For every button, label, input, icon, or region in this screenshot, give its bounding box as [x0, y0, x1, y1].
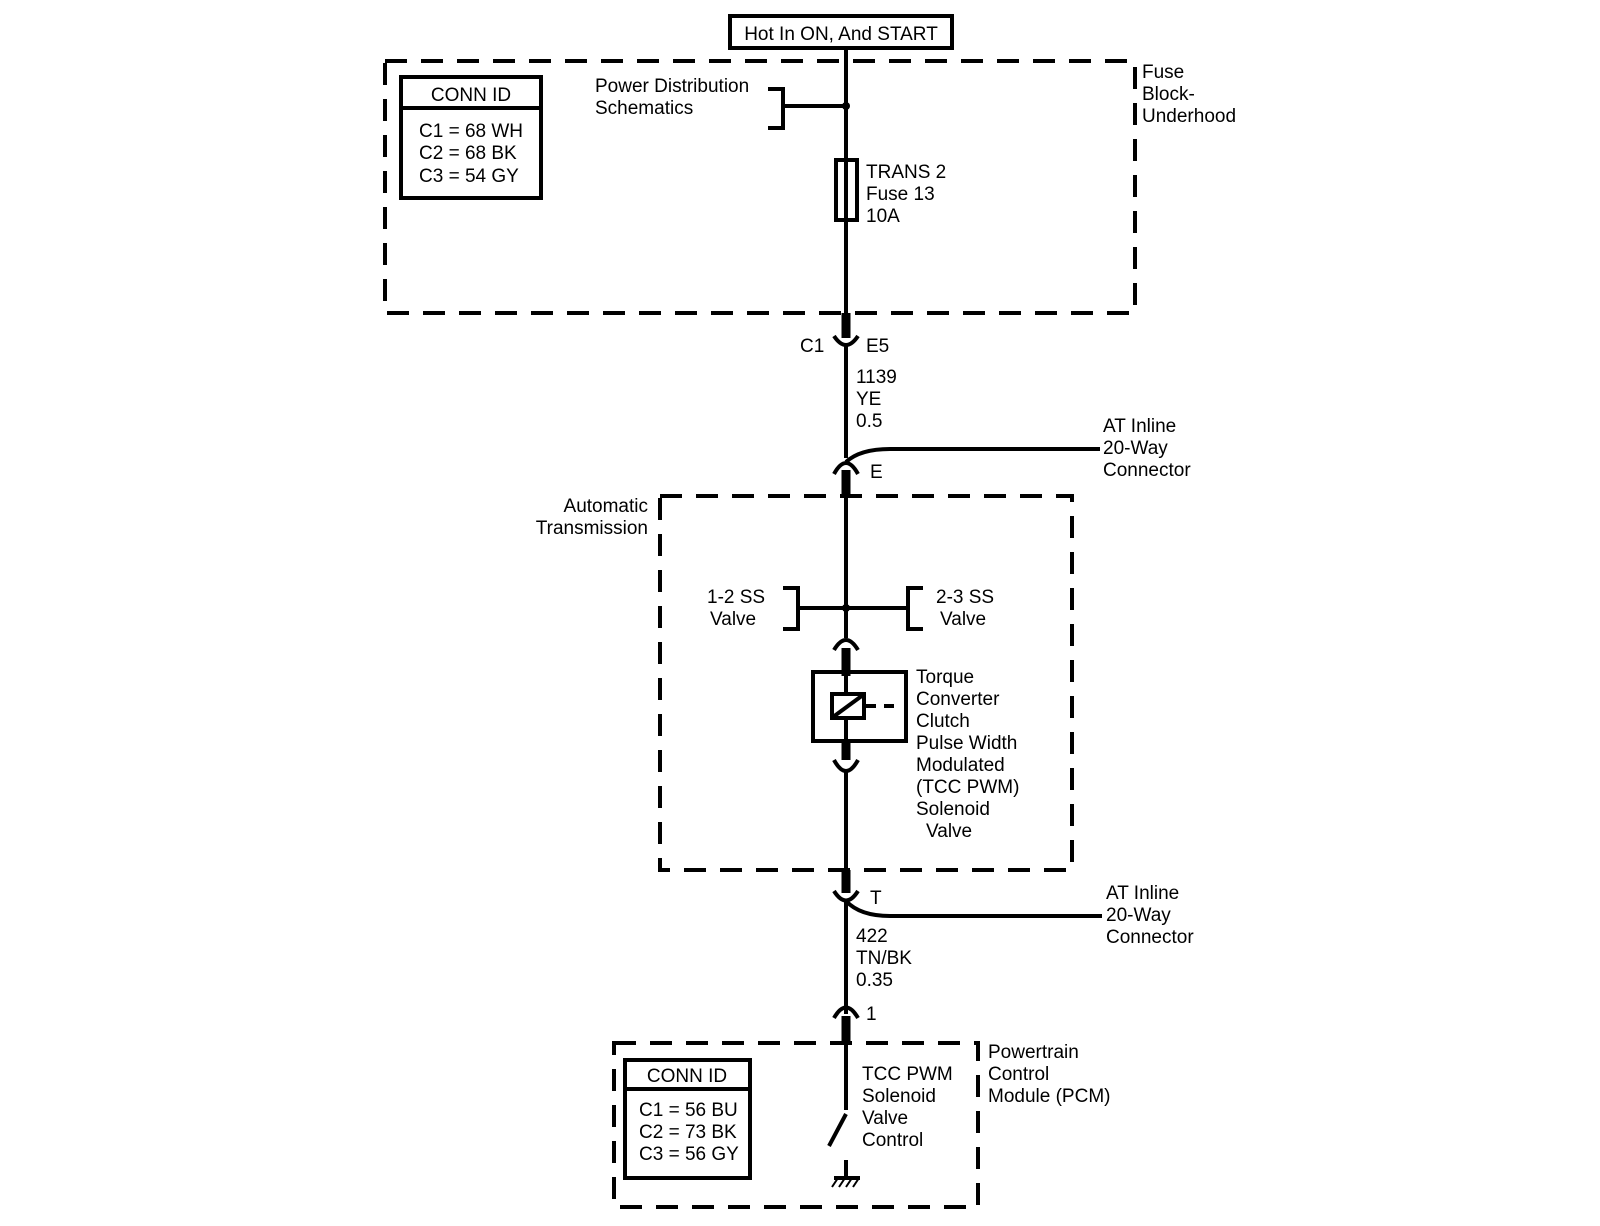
pcm-switch-icon: [827, 1045, 848, 1178]
pcm-label: Powertrain Control Module (PCM): [988, 1042, 1110, 1107]
power-distribution-label: Schematics: [595, 98, 693, 119]
wire-422-label-line: 422: [856, 926, 888, 947]
wire-1139-label: 1139 YE 0.5: [856, 367, 897, 432]
fuse-label-line: Fuse 13: [866, 184, 935, 205]
pcm-control-label: TCC PWM Solenoid Valve Control: [862, 1064, 953, 1151]
connector-c1-e5-icon: [832, 313, 860, 347]
tcc-label-line: Clutch: [916, 711, 970, 732]
conn-id-row: C3 = 56 GY: [639, 1144, 739, 1165]
conn-id-row: C3 = 54 GY: [419, 166, 519, 187]
at-inline-label-line: 20-Way: [1103, 438, 1168, 459]
power-source-label: Hot In ON, And START: [744, 24, 938, 45]
ss12-valve-label: 1-2 SS Valve: [707, 587, 765, 630]
tcc-label-line: Solenoid: [916, 799, 990, 820]
power-distribution-label: Power Distribution: [595, 76, 749, 97]
at-inline-label-line: Connector: [1106, 927, 1194, 948]
solenoid-connector-bottom-icon: [832, 741, 860, 773]
tcc-label-line: Torque: [916, 667, 974, 688]
tcc-label-line: Pulse Width: [916, 733, 1017, 754]
tcc-label-line: Converter: [916, 689, 1000, 710]
fuse-label: TRANS 2 Fuse 13 10A: [866, 162, 946, 227]
connector-e5-label: E5: [866, 336, 889, 357]
tcc-label-line: Valve: [926, 821, 972, 842]
wire-1139-label-line: 0.5: [856, 411, 882, 432]
pcm-control-label-line: Solenoid: [862, 1086, 936, 1107]
automatic-transmission-label-line: Automatic: [564, 496, 648, 517]
fuse-label-line: TRANS 2: [866, 162, 946, 183]
pcm-control-label-line: Valve: [862, 1108, 908, 1129]
ss23-label-line: 2-3 SS: [936, 587, 994, 608]
fuse-block-label-line: Underhood: [1142, 106, 1236, 127]
pcm-enclosure: [612, 1041, 980, 1209]
conn-id-row: C2 = 73 BK: [639, 1122, 737, 1143]
conn-id-row: C1 = 68 WH: [419, 121, 523, 142]
automatic-transmission-label: Automatic Transmission: [536, 496, 648, 539]
tcc-label-line: (TCC PWM): [916, 777, 1019, 798]
power-source-box: Hot In ON, And START: [728, 14, 954, 50]
wire-1139-label-line: YE: [856, 389, 881, 410]
at-inline-bottom-label: AT Inline 20-Way Connector: [1106, 883, 1194, 948]
wire-422-label-line: 0.35: [856, 970, 893, 991]
automatic-transmission-label-line: Transmission: [536, 518, 648, 539]
fuse-block-label-line: Block-: [1142, 84, 1195, 105]
ground-icon: [831, 1176, 860, 1188]
pin-1-label: 1: [866, 1004, 877, 1025]
conn-id-title: CONN ID: [431, 85, 511, 106]
at-inline-label-line: AT Inline: [1103, 416, 1176, 437]
ss-valve-splice: [783, 586, 923, 631]
pcm-control-label-line: Control: [862, 1130, 923, 1151]
wire-1139-label-line: 1139: [856, 367, 897, 388]
tcc-pwm-solenoid-icon: [811, 670, 908, 743]
at-inline-connector-top-icon: [832, 447, 1100, 498]
pcm-connector-icon: [832, 1005, 860, 1045]
connector-c1-label: C1: [800, 336, 824, 357]
at-inline-label-line: 20-Way: [1106, 905, 1171, 926]
fuse-block-label-line: Fuse: [1142, 62, 1184, 83]
fuse-block-conn-id-table: CONN ID C1 = 68 WH C2 = 68 BK C3 = 54 GY: [399, 75, 543, 200]
at-inline-top-label: AT Inline 20-Way Connector: [1103, 416, 1191, 481]
ss12-label-line: 1-2 SS: [707, 587, 765, 608]
pcm-label-line: Powertrain: [988, 1042, 1079, 1063]
fuse-icon: [834, 158, 859, 222]
tcc-label-line: Modulated: [916, 755, 1005, 776]
wire-422-label: 422 TN/BK 0.35: [856, 926, 912, 991]
pin-t-label: T: [870, 888, 882, 909]
fuse-block-enclosure: [383, 59, 1137, 315]
conn-id-row: C2 = 68 BK: [419, 143, 517, 164]
ss12-label-line: Valve: [710, 609, 756, 630]
tcc-pwm-solenoid-label: Torque Converter Clutch Pulse Width Modu…: [916, 667, 1019, 842]
pin-e-label: E: [870, 462, 883, 483]
pcm-label-line: Module (PCM): [988, 1086, 1110, 1107]
wire-422-label-line: TN/BK: [856, 948, 912, 969]
at-inline-label-line: AT Inline: [1106, 883, 1179, 904]
pcm-conn-id-table: CONN ID C1 = 56 BU C2 = 73 BK C3 = 56 GY: [623, 1058, 752, 1180]
power-distribution-reference: Power Distribution Schematics: [595, 76, 850, 130]
at-inline-connector-bottom-icon: [832, 870, 1102, 918]
conn-id-row: C1 = 56 BU: [639, 1100, 738, 1121]
ss23-label-line: Valve: [940, 609, 986, 630]
fuse-label-line: 10A: [866, 206, 900, 227]
conn-id-title: CONN ID: [647, 1066, 727, 1087]
fuse-block-label: Fuse Block- Underhood: [1142, 62, 1236, 127]
pcm-label-line: Control: [988, 1064, 1049, 1085]
ss23-valve-label: 2-3 SS Valve: [936, 587, 994, 630]
at-inline-label-line: Connector: [1103, 460, 1191, 481]
automatic-transmission-enclosure: [658, 494, 1074, 872]
pcm-control-label-line: TCC PWM: [862, 1064, 953, 1085]
